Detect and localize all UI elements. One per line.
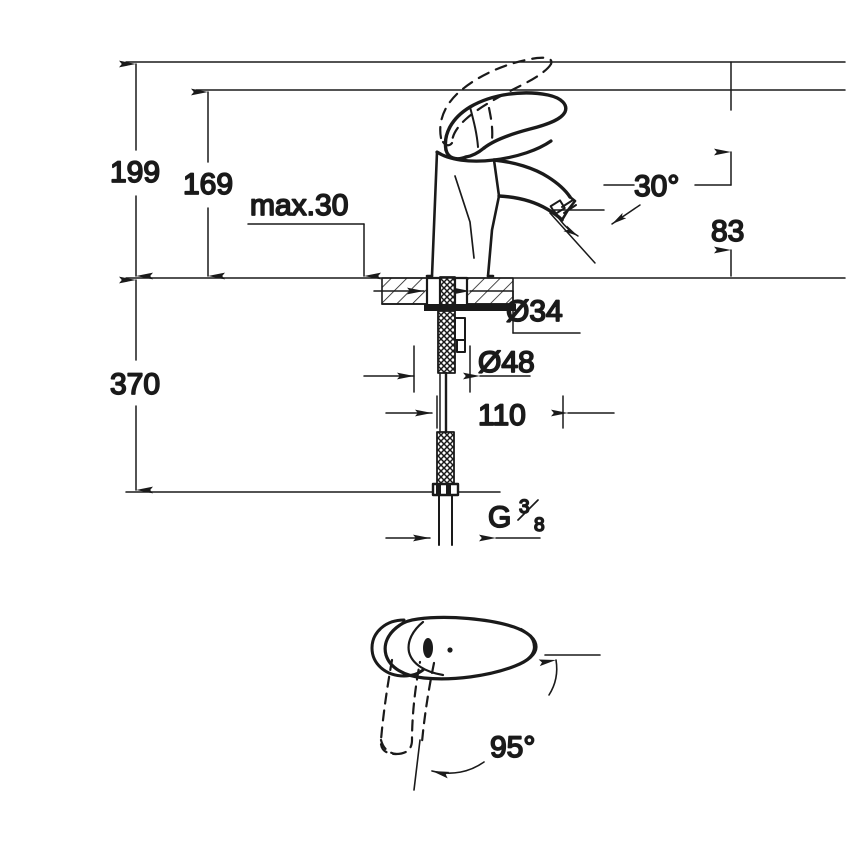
lever-handle-tip — [464, 146, 486, 159]
spout-outlet-end — [560, 195, 577, 222]
mounting-stud — [456, 339, 466, 353]
dimension-label-83: 83 — [711, 215, 744, 248]
spout-inner-edge — [518, 627, 536, 666]
lever-slot — [423, 638, 433, 658]
dimension-label-dia-48: Ø48 — [478, 346, 535, 379]
dimension-label-370: 370 — [110, 368, 160, 401]
dimension-30-degrees — [549, 148, 732, 264]
mounting-washer-right — [453, 276, 469, 308]
mounting-washer-left — [425, 276, 442, 308]
spout-upper-surface — [492, 158, 572, 199]
dimension-label-110: 110 — [478, 399, 526, 432]
dimension-label-95-degrees: 95° — [490, 731, 535, 764]
threaded-shank-lower — [437, 310, 456, 374]
lever-raised-dashed — [439, 56, 553, 147]
dimension-label-169: 169 — [183, 168, 233, 201]
faucet-top-view — [370, 615, 601, 791]
dimension-110 — [385, 395, 615, 429]
dimension-label-max-30: max.30 — [250, 189, 348, 222]
faucet-front-view — [425, 56, 577, 278]
connector-rib-1 — [436, 484, 441, 495]
dimension-dia-48 — [363, 345, 531, 393]
thread-fraction-bar — [517, 499, 539, 521]
handle-rear-cap — [370, 618, 425, 678]
mounting-nut — [454, 317, 466, 341]
swivel-center-line — [413, 739, 421, 791]
thread-label-denominator: 8 — [534, 515, 545, 536]
lever-pivot-dot — [447, 647, 453, 653]
swivel-arc-upper — [538, 659, 558, 696]
angle-30-ray — [549, 212, 596, 264]
lever-handle-outline — [443, 91, 568, 152]
body-left-edge — [430, 150, 439, 278]
leader-max-30 — [247, 223, 381, 280]
body-top-edge — [435, 139, 553, 163]
body-inner-line — [454, 175, 475, 259]
lever-handle-crease — [469, 106, 479, 148]
dimension-dia-34 — [373, 287, 581, 334]
body-right-lower — [486, 194, 501, 278]
angle-30-pointer-left — [553, 209, 605, 237]
handle-neck-inner — [407, 620, 445, 677]
angle-30-pointer-right — [611, 204, 641, 225]
hose-connector — [431, 431, 460, 546]
braided-hose-end — [436, 431, 455, 485]
connector-rib-2 — [446, 484, 451, 495]
dimension-label-30-degrees: 30° — [634, 170, 679, 203]
swivel-arc-lower — [431, 761, 485, 779]
connector-collar — [431, 482, 460, 497]
thread-label-letter: G — [488, 501, 511, 534]
dimension-label-dia-34: Ø34 — [506, 295, 563, 328]
spout-swivel-dashed — [379, 658, 436, 756]
aerator-body — [549, 199, 566, 215]
body-right-upper — [492, 158, 501, 198]
mounting-plate — [424, 304, 516, 311]
dimension-label-199: 199 — [110, 156, 160, 189]
thread-label-numerator: 3 — [519, 497, 530, 518]
threaded-shank-upper — [439, 276, 456, 308]
aerator-line-2 — [563, 204, 577, 214]
